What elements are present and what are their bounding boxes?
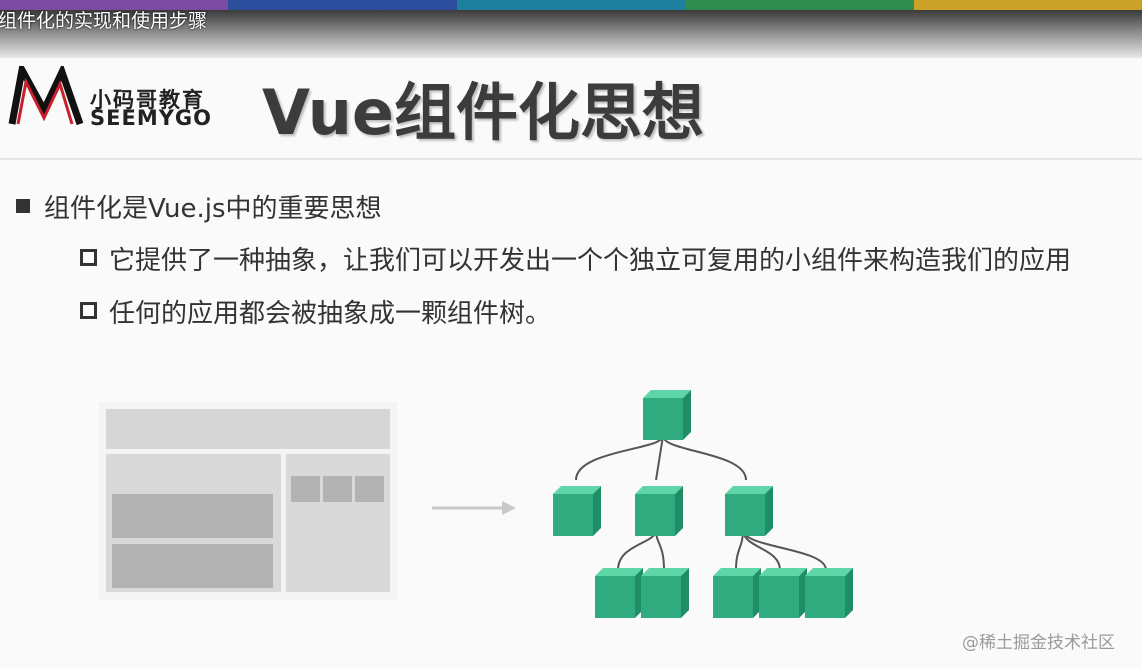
tree-node — [713, 568, 761, 618]
bullet-sub-2: 任何的应用都会被抽象成一颗组件树。 — [80, 293, 551, 330]
juejin-watermark: @稀土掘金技术社区 — [962, 633, 1115, 653]
tree-node — [635, 486, 683, 536]
tree-node — [725, 486, 773, 536]
top-bar-segment — [228, 0, 457, 10]
tree-node-root — [643, 390, 691, 440]
top-bar-segment — [685, 0, 914, 10]
bullet-sub-2-text: 任何的应用都会被抽象成一颗组件树。 — [109, 299, 552, 329]
wireframe-side-panel — [286, 454, 390, 592]
video-header-band — [0, 10, 1142, 58]
wireframe-side-block — [323, 476, 352, 502]
bullet-main-text: 组件化是Vue.js中的重要思想 — [44, 194, 382, 224]
bullet-sub-1: 它提供了一种抽象，让我们可以开发出一个个独立可复用的小组件来构造我们的应用 — [80, 240, 1071, 277]
logo-chinese-text: 小码哥教育 — [90, 88, 205, 112]
seemygo-logo-icon — [8, 66, 84, 126]
slide-title: Vue组件化思想 — [262, 76, 704, 149]
wireframe-side-block — [355, 476, 384, 502]
top-bar-segment — [0, 0, 229, 10]
hollow-square-bullet-icon — [80, 302, 97, 319]
top-bar-segment — [913, 0, 1142, 10]
video-title: 组件化的实现和使用步骤 — [0, 10, 208, 32]
arrow-right-icon — [432, 501, 516, 515]
wireframe-header — [106, 409, 390, 449]
title-divider — [0, 158, 1142, 160]
tree-node — [805, 568, 853, 618]
hollow-square-bullet-icon — [80, 249, 97, 266]
wireframe-content-block — [112, 494, 273, 538]
top-bar-segment — [456, 0, 686, 10]
wireframe-side-block — [291, 476, 320, 502]
bullet-sub-1-text: 它提供了一种抽象，让我们可以开发出一个个独立可复用的小组件来构造我们的应用 — [109, 246, 1072, 276]
page-wireframe-diagram — [99, 402, 397, 600]
tree-node — [595, 568, 643, 618]
bullet-main: 组件化是Vue.js中的重要思想 — [16, 188, 382, 225]
component-tree-diagram — [553, 390, 853, 618]
filled-square-bullet-icon — [16, 199, 30, 213]
top-color-bar — [0, 0, 1142, 10]
logo-english-text: SEEMYGO — [90, 106, 213, 130]
tree-node — [553, 486, 601, 536]
tree-node — [641, 568, 689, 618]
wireframe-content-block — [112, 544, 273, 588]
tree-node — [759, 568, 807, 618]
